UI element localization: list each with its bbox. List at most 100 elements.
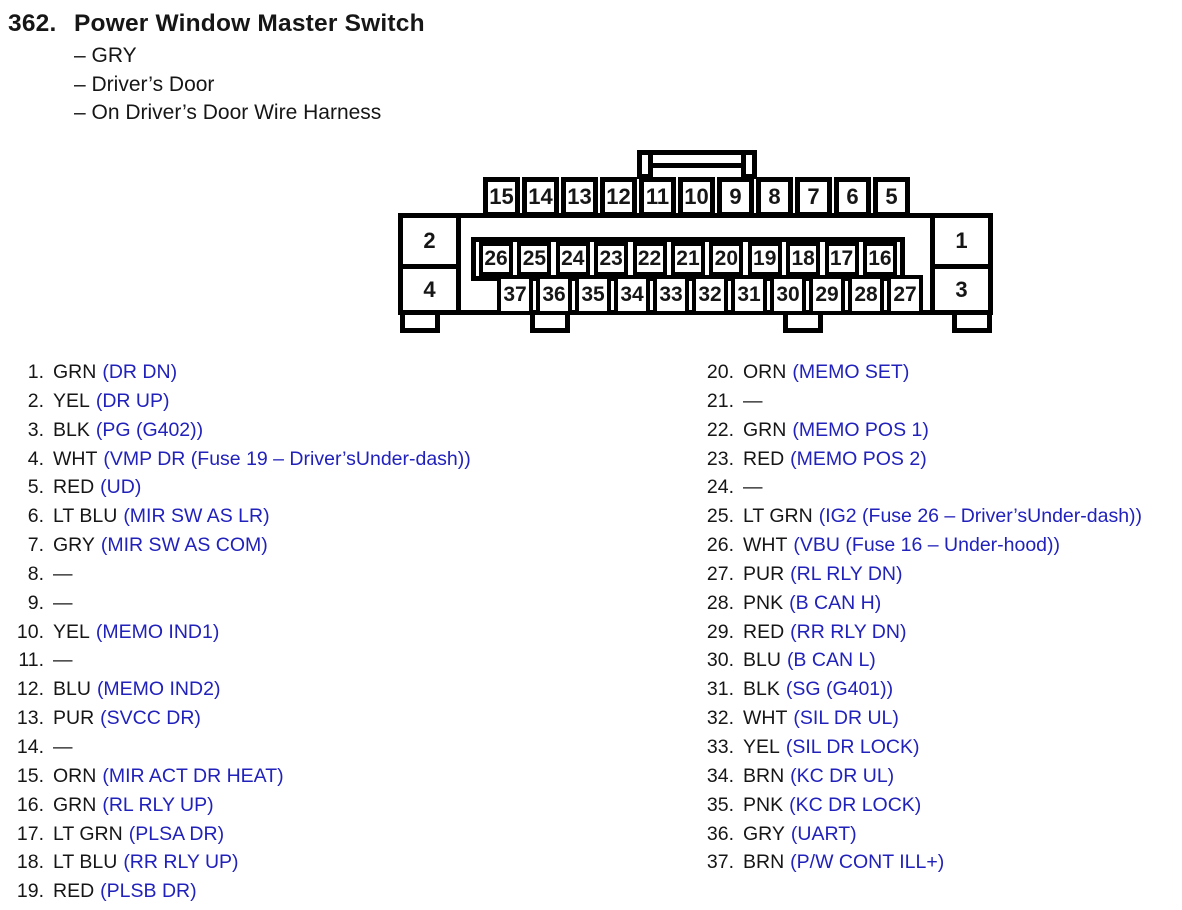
pin-number: 31. xyxy=(706,678,734,701)
connector-pin-cell: 30 xyxy=(770,275,806,315)
pin-number: 17. xyxy=(16,822,44,845)
connector-pin-cell: 13 xyxy=(561,177,598,217)
connector-pin-cell: 27 xyxy=(887,275,923,315)
pin-number: 10. xyxy=(16,620,44,643)
wire-color: LT BLU xyxy=(53,505,118,528)
connector-pin-cell: 17 xyxy=(824,242,859,276)
wire-color: RED xyxy=(53,476,95,499)
connector-details: – GRY– Driver’s Door– On Driver’s Door W… xyxy=(74,42,381,128)
signal-name: (DR DN) xyxy=(102,361,178,383)
signal-name: (P/W CONT ILL+) xyxy=(790,851,945,874)
signal-name: (KC DR LOCK) xyxy=(789,793,922,816)
pin-number: 33. xyxy=(706,735,734,758)
connector-latch-bar xyxy=(637,150,757,168)
wire-color: BLK xyxy=(743,678,780,701)
pin-list-row: 9.— xyxy=(8,589,471,618)
pin-list-row: 17. LT GRN(PLSA DR) xyxy=(8,820,471,849)
signal-name: (MEMO IND2) xyxy=(96,678,221,701)
signal-name: (SG (G401)) xyxy=(785,678,894,701)
wire-color: — xyxy=(743,389,763,412)
pin-list-row: 16.GRN(RL RLY UP) xyxy=(8,791,471,820)
pin-number: 5. xyxy=(27,476,44,499)
pin-number: 15. xyxy=(16,764,44,787)
wire-color: BLK xyxy=(53,418,90,441)
pin-list-row: 13.PUR(SVCC DR) xyxy=(8,704,471,733)
pin-list-row: 35.PNK(KC DR LOCK) xyxy=(698,791,1142,820)
pin-list-row: 25.LT GRN(IG2 (Fuse 26 – Driver’sUnder-d… xyxy=(698,502,1142,531)
signal-name: (B CAN H) xyxy=(789,591,882,614)
pin-number: 32. xyxy=(706,707,734,730)
pin-list-row: 3.BLK(PG (G402)) xyxy=(8,416,471,445)
wire-color: LT GRN xyxy=(53,822,123,845)
connector-pin-cell: 9 xyxy=(717,177,754,217)
pin-list-row: 4.WHT(VMP DR (Fuse 19 – Driver’sUnder-da… xyxy=(8,445,471,474)
pin-number: 23. xyxy=(706,447,734,470)
connector-pin-cell: 35 xyxy=(575,275,611,315)
connector-pin-cell: 25 xyxy=(517,242,552,276)
signal-name: (VMP DR (Fuse 19 – Driver’sUnder-dash)) xyxy=(103,447,471,470)
pin-number: 20. xyxy=(706,361,734,383)
wire-color: — xyxy=(53,735,73,758)
wire-color: GRN xyxy=(743,418,787,441)
connector-pin-cell: 24 xyxy=(555,242,590,276)
signal-name: (SIL DR LOCK) xyxy=(785,735,920,758)
pin-list-left: 1.GRN(DR DN)2.YEL(DR UP)3.BLK(PG (G402))… xyxy=(8,358,471,906)
pin-list-right: 20.ORN(MEMO SET)21.—22.GRN(MEMO POS 1)23… xyxy=(698,358,1142,877)
section-number: 362. xyxy=(8,10,57,37)
wire-color: YEL xyxy=(53,620,90,643)
wire-color: BRN xyxy=(743,764,785,787)
pin-list-row: 22.GRN(MEMO POS 1) xyxy=(698,416,1142,445)
connector-pin-cell: 31 xyxy=(731,275,767,315)
wire-color: — xyxy=(53,562,73,585)
connector-pin-cell: 28 xyxy=(848,275,884,315)
pin-number: 25. xyxy=(706,505,734,528)
wire-color: GRN xyxy=(53,361,97,383)
wire-color: BLU xyxy=(53,678,91,701)
connector-pin-cell: 21 xyxy=(670,242,705,276)
signal-name: (MEMO POS 1) xyxy=(792,418,929,441)
pin-number: 27. xyxy=(706,562,734,585)
signal-name: (MIR SW AS LR) xyxy=(123,505,270,528)
connector-pin-cell: 36 xyxy=(536,275,572,315)
pin-number: 34. xyxy=(706,764,734,787)
connector-pin-cell: 34 xyxy=(614,275,650,315)
signal-name: (MEMO POS 2) xyxy=(790,447,927,470)
connector-pin-cell: 12 xyxy=(600,177,637,217)
signal-name: (SIL DR UL) xyxy=(793,707,899,730)
signal-name: (PLSA DR) xyxy=(128,822,225,845)
pin-number: 13. xyxy=(16,707,44,730)
wire-color: — xyxy=(53,591,73,614)
pin-list-row: 11.— xyxy=(8,646,471,675)
pin-number: 28. xyxy=(706,591,734,614)
pin-list-row: 12. BLU(MEMO IND2) xyxy=(8,675,471,704)
wire-color: LT BLU xyxy=(53,851,118,874)
signal-name: (RR RLY UP) xyxy=(123,851,239,874)
signal-name: (RL RLY DN) xyxy=(790,562,903,585)
connector-pin-cell: 19 xyxy=(747,242,782,276)
pin-list-row: 24.— xyxy=(698,473,1142,502)
pin-number: 11. xyxy=(18,649,44,672)
wire-color: ORN xyxy=(53,764,97,787)
connector-pin-cell: 32 xyxy=(692,275,728,315)
signal-name: (DR UP) xyxy=(95,389,170,412)
signal-name: (MEMO IND1) xyxy=(95,620,220,643)
wire-color: GRY xyxy=(53,534,95,557)
wire-color: PNK xyxy=(743,591,784,614)
signal-name: (MEMO SET) xyxy=(792,361,910,383)
wire-color: PUR xyxy=(743,562,785,585)
pin-list-row: 18.LT BLU(RR RLY UP) xyxy=(8,848,471,877)
pin-list-row: 27. PUR(RL RLY DN) xyxy=(698,560,1142,589)
pin-list-row: 10. YEL(MEMO IND1) xyxy=(8,618,471,647)
pin-number: 12. xyxy=(16,678,44,701)
connector-pin-cell: 15 xyxy=(483,177,520,217)
signal-name: (B CAN L) xyxy=(786,649,876,672)
pin-list-row: 30.BLU(B CAN L) xyxy=(698,646,1142,675)
signal-name: (IG2 (Fuse 26 – Driver’sUnder-dash)) xyxy=(818,505,1143,528)
pin-list-row: 32.WHT(SIL DR UL) xyxy=(698,704,1142,733)
connector-pin-cell: 10 xyxy=(678,177,715,217)
pin-list-row: 21.— xyxy=(698,387,1142,416)
